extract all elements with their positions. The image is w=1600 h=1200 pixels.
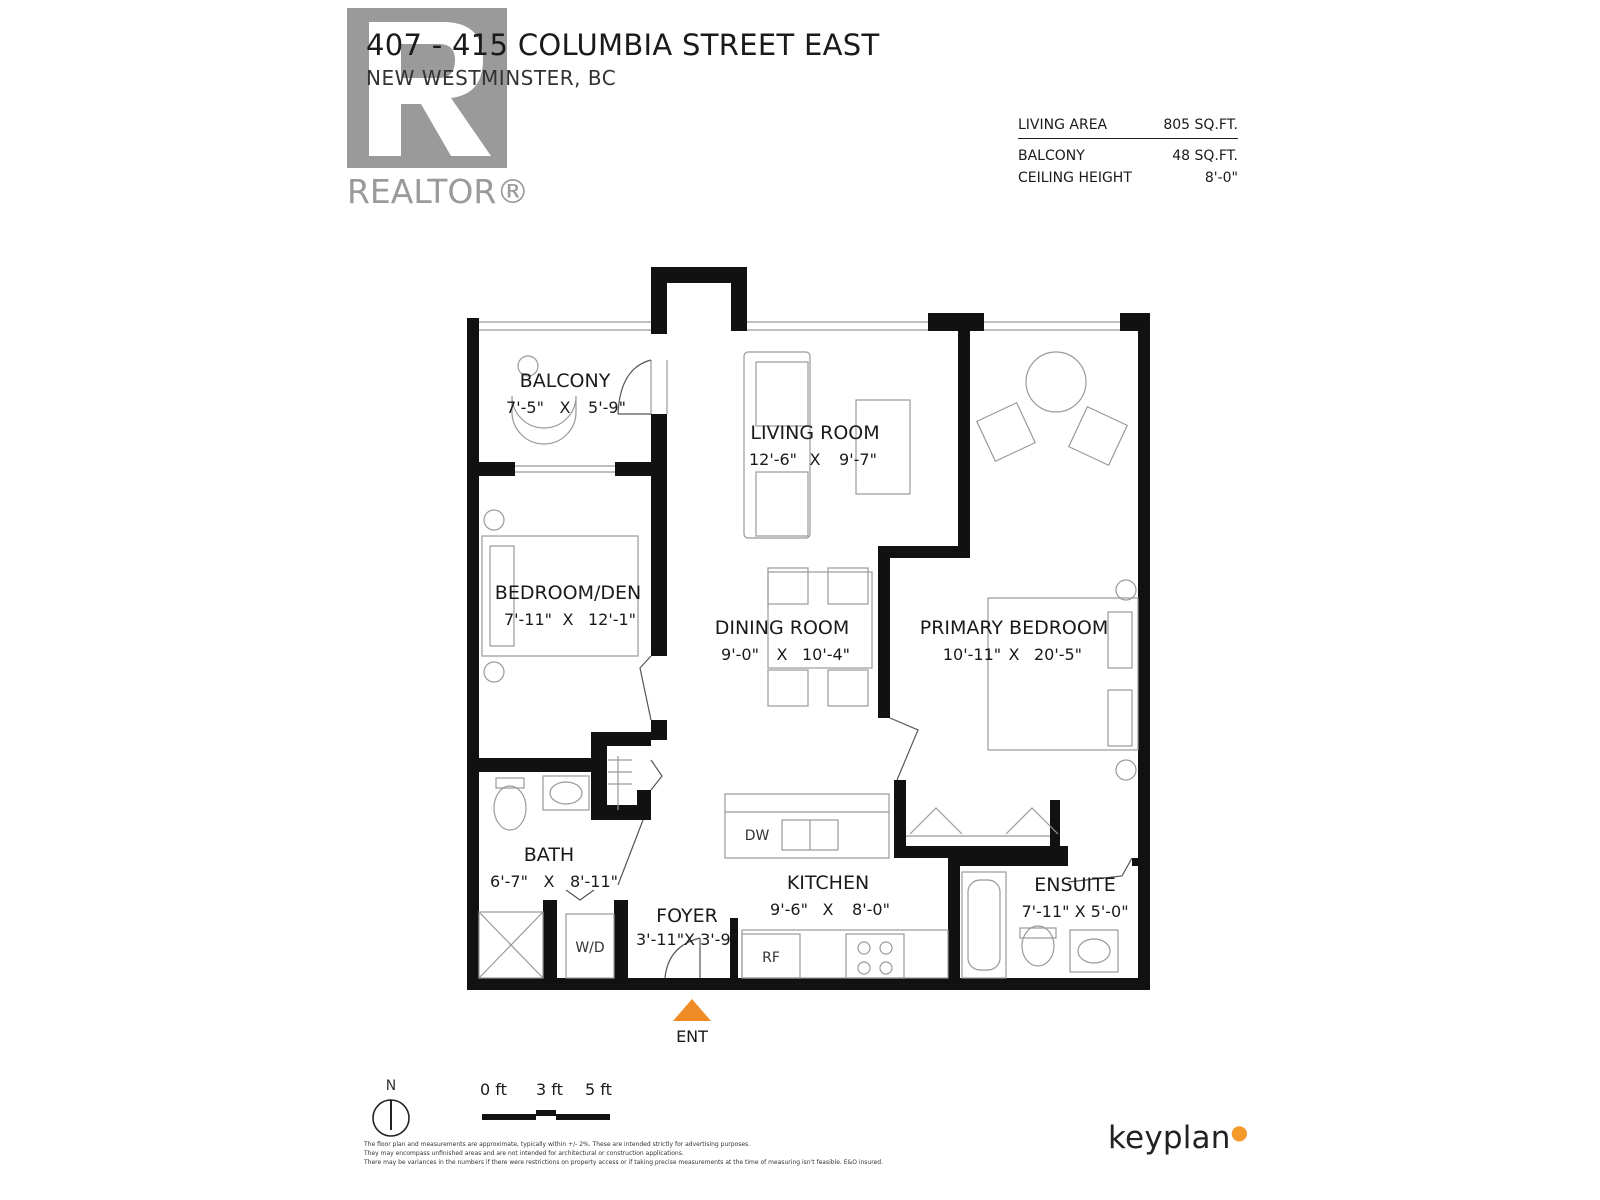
bath-width: 6'-7" <box>490 872 528 891</box>
dim-separator: X <box>560 398 571 417</box>
scale-tick-3: 3 ft <box>536 1080 563 1099</box>
stat-balcony: BALCONY 48 SQ.FT. <box>1018 145 1238 167</box>
realtor-logo-text: REALTOR® <box>347 172 529 211</box>
balcony-label: BALCONY <box>520 370 611 392</box>
dishwasher-label: DW <box>745 828 770 844</box>
entrance-label: ENT <box>676 1027 708 1046</box>
disclaimer-line: There may be variances in the numbers if… <box>364 1159 883 1166</box>
living-room-width: 12'-6" <box>749 450 797 469</box>
dim-separator: X <box>1009 645 1020 664</box>
dining-room-depth: 10'-4" <box>802 645 850 664</box>
disclaimer: The floor plan and measurements are appr… <box>364 1140 1064 1167</box>
scale-tick-0: 0 ft <box>480 1080 507 1099</box>
ensuite-dims: 7'-11" X 5'-0" <box>1021 902 1128 921</box>
washer-dryer-label: W/D <box>575 940 604 956</box>
property-city: NEW WESTMINSTER, BC <box>366 66 617 90</box>
doors <box>565 359 1133 979</box>
bedroom-den-label: BEDROOM/DEN <box>495 582 641 604</box>
balcony-depth: 5'-9" <box>588 398 626 417</box>
bedroom-den-depth: 12'-1" <box>588 610 636 629</box>
stat-label: CEILING HEIGHT <box>1018 170 1132 186</box>
stat-ceiling: CEILING HEIGHT 8'-0" <box>1018 167 1238 189</box>
compass-label: N <box>386 1078 396 1094</box>
stat-value: 48 SQ.FT. <box>1172 148 1238 164</box>
disclaimer-line: The floor plan and measurements are appr… <box>364 1141 751 1148</box>
north-compass-icon: N <box>372 1078 410 1137</box>
keyplan-logo: keyplan● <box>1108 1120 1248 1156</box>
stat-label: LIVING AREA <box>1018 117 1108 133</box>
keyplan-text: keyplan <box>1108 1120 1231 1156</box>
primary-bedroom-depth: 20'-5" <box>1034 645 1082 664</box>
realtor-logo: REALTOR® <box>347 8 529 211</box>
bedroom-den-width: 7'-11" <box>504 610 552 629</box>
scale-bar: 0 ft 3 ft 5 ft <box>480 1080 612 1120</box>
fridge-label: RF <box>762 950 780 966</box>
stat-living-area: LIVING AREA 805 SQ.FT. <box>1018 114 1238 136</box>
walls <box>467 267 1150 990</box>
dim-separator: X <box>810 450 821 469</box>
bath-label: BATH <box>524 844 574 866</box>
entrance-marker <box>673 999 711 1021</box>
area-stats: LIVING AREA 805 SQ.FT. BALCONY 48 SQ.FT.… <box>1018 114 1238 189</box>
foyer-dims: 3'-11"X 3'-9" <box>636 930 738 949</box>
windows <box>479 321 1120 473</box>
kitchen-width: 9'-6" <box>770 900 808 919</box>
stat-label: BALCONY <box>1018 148 1085 164</box>
living-room-label: LIVING ROOM <box>750 422 879 444</box>
dining-room-width: 9'-0" <box>721 645 759 664</box>
stat-value: 805 SQ.FT. <box>1163 117 1238 133</box>
property-title: 407 - 415 COLUMBIA STREET EAST <box>366 28 880 62</box>
kitchen-depth: 8'-0" <box>852 900 890 919</box>
dining-room-label: DINING ROOM <box>715 617 850 639</box>
dim-separator: X <box>563 610 574 629</box>
dim-separator: X <box>823 900 834 919</box>
kitchen-label: KITCHEN <box>787 872 869 894</box>
room-labels: BALCONY 7'-5" X 5'-9" LIVING ROOM 12'-6"… <box>490 370 1128 966</box>
balcony-width: 7'-5" <box>506 398 544 417</box>
living-room-depth: 9'-7" <box>839 450 877 469</box>
primary-bedroom-width: 10'-11" <box>943 645 1001 664</box>
dim-separator: X <box>777 645 788 664</box>
furniture <box>478 351 1139 979</box>
dim-separator: X <box>544 872 555 891</box>
scale-tick-5: 5 ft <box>585 1080 612 1099</box>
ensuite-label: ENSUITE <box>1034 874 1115 896</box>
primary-bedroom-label: PRIMARY BEDROOM <box>920 617 1108 639</box>
disclaimer-line: They may encompass unfinished areas and … <box>364 1150 684 1157</box>
bath-depth: 8'-11" <box>570 872 618 891</box>
foyer-label: FOYER <box>656 905 718 927</box>
stat-value: 8'-0" <box>1204 170 1238 186</box>
keyplan-flame-icon: ● <box>1230 1120 1249 1144</box>
stat-divider <box>1018 138 1238 139</box>
